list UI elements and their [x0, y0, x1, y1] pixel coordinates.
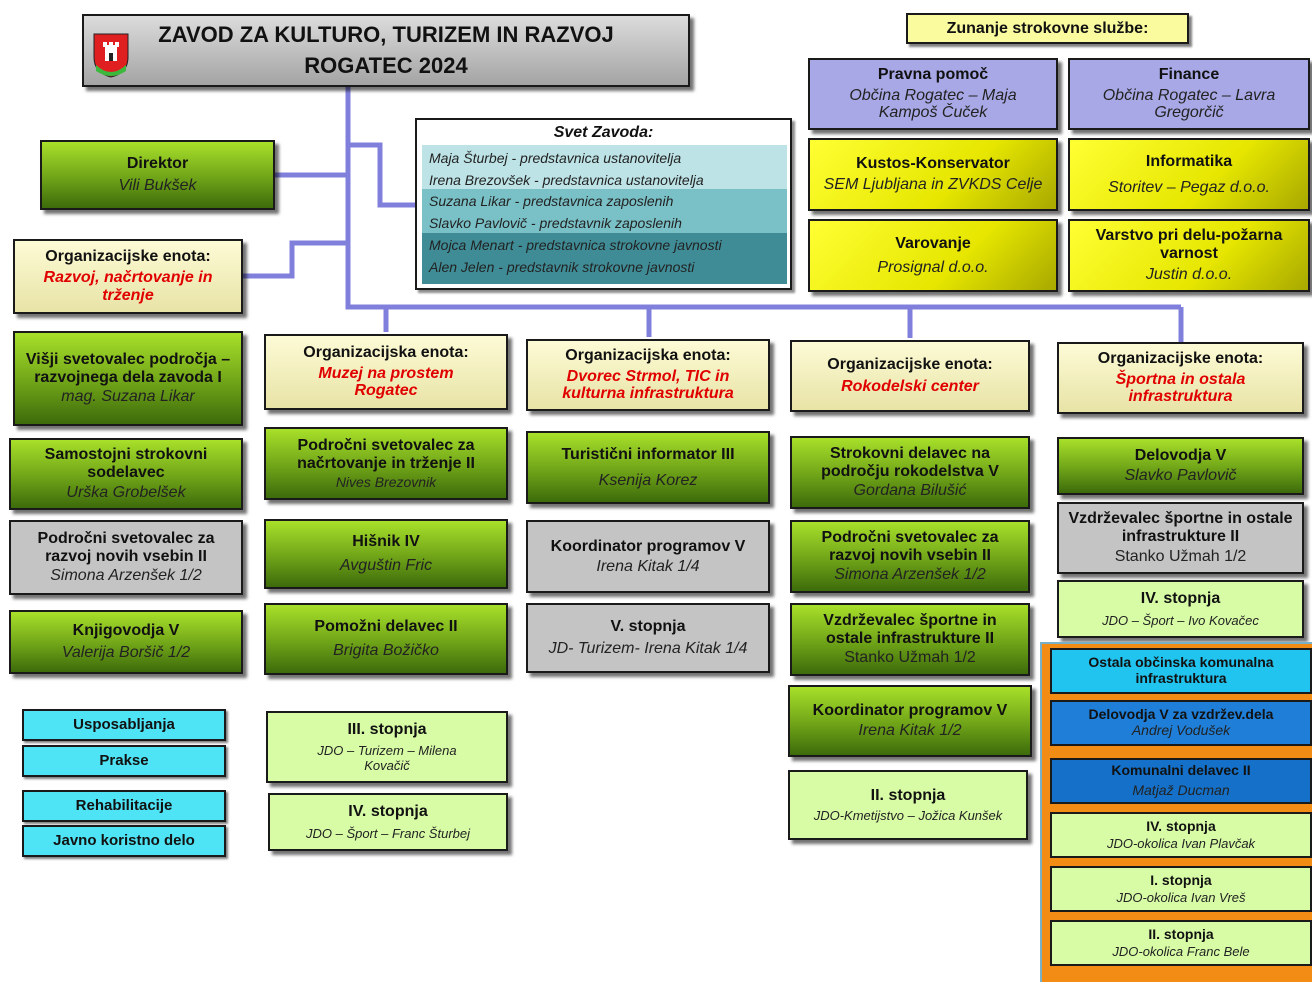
council-box: Svet Zavoda: Maja Šturbej - predstavnica…	[415, 118, 792, 290]
council-member: Irena Brezovšek - predstavnica ustanovit…	[429, 172, 704, 188]
security-box: Varovanje Prosignal d.o.o.	[808, 219, 1058, 292]
independent-associate-box: Samostojni strokovni sodelavec Urška Gro…	[9, 438, 243, 510]
level-i-communal-box: I. stopnja JDO-okolica Ivan Vreš	[1050, 866, 1312, 912]
level-v-box: V. stopnja JD- Turizem- Irena Kitak 1/4	[526, 603, 770, 673]
senior-advisor-box: Višji svetovalec področja – razvojnega d…	[13, 331, 243, 426]
coat-of-arms-icon	[90, 31, 132, 79]
title-line-2: ROGATEC 2024	[304, 52, 468, 78]
program-coordinator-craft-box: Koordinator programov V Irena Kitak 1/2	[788, 685, 1032, 757]
planning-advisor-box: Področni svetovalec za načrtovanje in tr…	[264, 427, 508, 500]
communal-infrastructure-title: Ostala občinska komunalna infrastruktura	[1050, 648, 1312, 694]
caretaker-box: Hišnik IV Avguštin Fric	[264, 519, 508, 589]
director-box: Direktor Vili Bukšek	[40, 140, 275, 210]
program-training-box: Usposabljanja	[22, 709, 226, 741]
level-ii-communal-box: II. stopnja JDO-okolica Franc Bele	[1050, 920, 1312, 966]
council-member: Suzana Likar - predstavnica zaposlenih	[429, 193, 674, 209]
content-advisor-box: Področni svetovalec za razvoj novih vseb…	[9, 520, 243, 595]
level-iii-box: III. stopnja JDO – Turizem – Milena Kova…	[266, 711, 508, 783]
it-box: Informatika Storitev – Pegaz d.o.o.	[1068, 138, 1310, 211]
unit-development-box: Organizacijske enota: Razvoj, načrtovanj…	[13, 239, 243, 314]
unit-craft-center-box: Organizacijske enota: Rokodelski center	[790, 340, 1030, 412]
foreman-box: Delovodja V Slavko Pavlovič	[1057, 437, 1304, 495]
level-iv-sport-box: IV. stopnja JDO – Šport – Ivo Kovačec	[1057, 580, 1304, 638]
council-member: Mojca Menart - predstavnica strokovne ja…	[429, 237, 722, 253]
title-box: ZAVOD ZA KULTURO, TURIZEM IN RAZVOJ ROGA…	[82, 14, 690, 87]
program-coordinator-box: Koordinator programov V Irena Kitak 1/4	[526, 520, 770, 593]
legal-aid-box: Pravna pomoč Občina Rogatec – Maja Kampo…	[808, 58, 1058, 130]
council-group-public	[422, 233, 787, 284]
unit-manor-box: Organizacijska enota: Dvorec Strmol, TIC…	[526, 339, 770, 411]
title-line-1: ZAVOD ZA KULTURO, TURIZEM IN RAZVOJ	[158, 21, 614, 47]
craft-worker-box: Strokovni delavec na področju rokodelstv…	[790, 436, 1030, 509]
content-advisor-craft-box: Področni svetovalec za razvoj novih vseb…	[790, 520, 1030, 593]
council-title: Svet Zavoda:	[553, 124, 654, 141]
council-member: Slavko Pavlovič - predstavnik zaposlenih	[429, 215, 682, 231]
program-public-works-box: Javno koristno delo	[22, 825, 226, 857]
council-group-founder	[422, 145, 787, 189]
assistant-worker-box: Pomožni delavec II Brigita Božičko	[264, 603, 508, 675]
council-member: Maja Šturbej - predstavnica ustanovitelj…	[429, 150, 682, 166]
council-group-employees	[422, 189, 787, 233]
program-internship-box: Prakse	[22, 745, 226, 777]
level-iv-communal-box: IV. stopnja JDO-okolica Ivan Plavčak	[1050, 812, 1312, 858]
external-services-title: Zunanje strokovne službe:	[906, 13, 1189, 44]
program-rehabilitation-box: Rehabilitacije	[22, 790, 226, 822]
level-iv-box: IV. stopnja JDO – Šport – Franc Šturbej	[268, 793, 508, 851]
work-safety-box: Varstvo pri delu-požarna varnost Justin …	[1068, 219, 1310, 292]
unit-museum-box: Organizacijska enota: Muzej na prostem R…	[264, 334, 508, 410]
maintenance-foreman-box: Delovodja V za vzdržev.dela Andrej Voduš…	[1050, 700, 1312, 746]
curator-box: Kustos-Konservator SEM Ljubljana in ZVKD…	[808, 138, 1058, 211]
unit-sport-box: Organizacijske enota: Športna in ostala …	[1057, 342, 1304, 414]
finance-box: Finance Občina Rogatec – Lavra Gregorčič	[1068, 58, 1310, 130]
tourist-informator-box: Turistični informator III Ksenija Korez	[526, 431, 770, 504]
bookkeeper-box: Knjigovodja V Valerija Boršič 1/2	[9, 610, 243, 674]
level-ii-craft-box: II. stopnja JDO-Kmetijstvo – Jožica Kunš…	[788, 770, 1028, 840]
maintenance-sport-box: Vzdrževalec športne in ostale infrastruk…	[1057, 502, 1304, 574]
council-member: Alen Jelen - predstavnik strokovne javno…	[429, 259, 695, 275]
communal-worker-box: Komunalni delavec II Matjaž Ducman	[1050, 758, 1312, 804]
maintenance-craft-box: Vzdrževalec športne in ostale infrastruk…	[790, 603, 1030, 676]
